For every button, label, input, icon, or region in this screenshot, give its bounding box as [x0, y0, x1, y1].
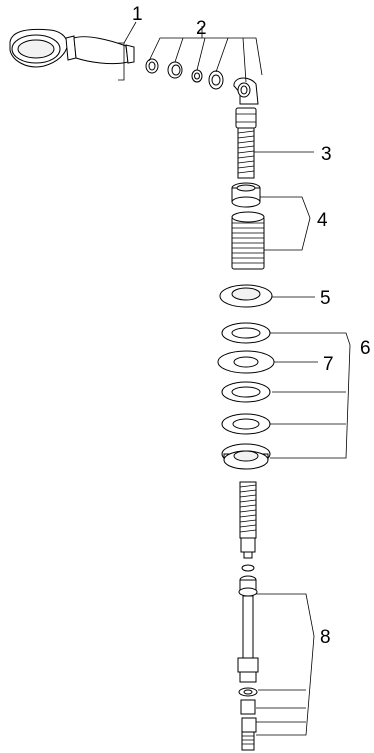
callout-7: 7 — [323, 354, 334, 375]
part-4-nut-threaded-tube — [231, 182, 265, 270]
part-2-fittings — [145, 58, 259, 105]
bracket-part-1 — [118, 42, 125, 81]
callout-5: 5 — [320, 288, 331, 309]
part-1-handshower — [9, 28, 135, 68]
bracket-part-2 — [148, 26, 263, 83]
part-6-7-washers — [217, 322, 275, 470]
callout-6: 6 — [360, 338, 371, 359]
leader-part-1 — [123, 21, 137, 44]
callout-2: 2 — [196, 18, 207, 39]
callout-4: 4 — [317, 210, 328, 231]
lower-hose — [239, 481, 257, 572]
callout-1: 1 — [132, 4, 143, 25]
bracket-part-4 — [260, 196, 311, 251]
part-8-connector-set — [237, 575, 259, 751]
bracket-part-8 — [256, 593, 315, 736]
part-3-spring-coupling — [235, 107, 257, 179]
callout-8: 8 — [320, 627, 331, 648]
bracket-part-6 — [270, 332, 351, 459]
part-5-flange — [219, 284, 273, 308]
callout-3: 3 — [321, 144, 332, 165]
